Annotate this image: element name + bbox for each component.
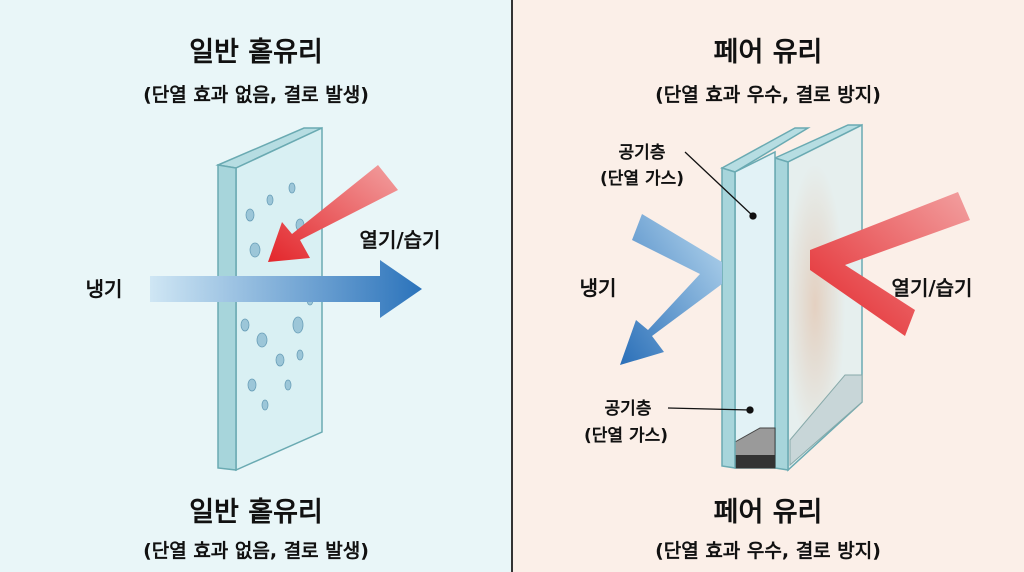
- heat-moisture-label: 열기/습기: [359, 228, 441, 252]
- double-cold-air-label: 냉기: [579, 276, 617, 300]
- single-glass-title: 일반 홑유리: [189, 37, 323, 68]
- air-layer-bottom-sublabel: (단열 가스): [583, 426, 669, 446]
- divider: [511, 0, 513, 572]
- double-glass-bottom-title: 페어 유리: [713, 497, 823, 528]
- double-glass-subtitle: (단열 효과 우수, 결로 방지): [655, 84, 881, 106]
- double-glass-title: 페어 유리: [713, 37, 823, 68]
- heat-moisture-arrow: [268, 165, 398, 262]
- cold-air-arrow-reflected: [620, 214, 722, 365]
- double-heat-moisture-label: 열기/습기: [891, 276, 973, 300]
- air-layer-top-label: 공기층: [618, 143, 666, 163]
- cold-air-label: 냉기: [85, 277, 123, 301]
- single-glass-bottom-subtitle: (단열 효과 없음, 결로 발생): [143, 540, 369, 562]
- double-glass-unit: [720, 123, 863, 472]
- cold-air-arrow: [150, 260, 422, 318]
- double-glass-bottom-subtitle: (단열 효과 우수, 결로 방지): [655, 540, 881, 562]
- air-layer-bottom-label: 공기층: [604, 399, 652, 419]
- single-glass-subtitle: (단열 효과 없음, 결로 발생): [143, 84, 369, 106]
- air-layer-top-sublabel: (단열 가스): [599, 169, 685, 189]
- air-layer-leader-lines: [667, 151, 757, 414]
- condensation-droplets: [240, 182, 314, 411]
- heat-moisture-arrow-reflected: [810, 192, 970, 336]
- single-glass-bottom-title: 일반 홑유리: [189, 497, 323, 528]
